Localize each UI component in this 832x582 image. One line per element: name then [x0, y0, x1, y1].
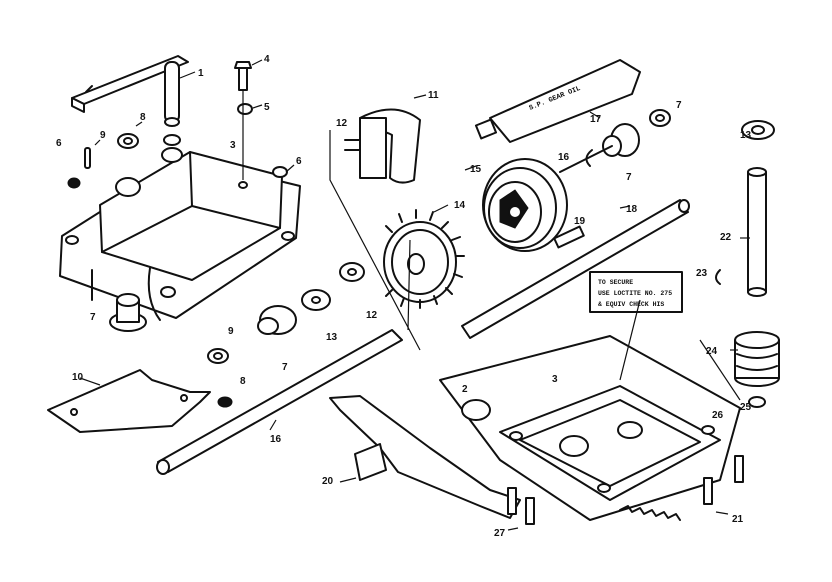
callout-22: 22: [720, 232, 732, 243]
callout-4: 4: [264, 54, 270, 65]
callout-3: 3: [230, 140, 236, 151]
callout-6b: 6: [56, 138, 62, 149]
callout-7c: 7: [626, 172, 632, 183]
callout-23: 23: [696, 268, 708, 279]
callout-24: 24: [706, 346, 718, 357]
leader-lines: [79, 59, 750, 531]
middle-bearing-stack: [207, 262, 365, 364]
callout-8b: 8: [240, 376, 246, 387]
callout-1: 1: [198, 68, 204, 79]
callout-16b: 16: [270, 434, 282, 445]
callout-5: 5: [264, 102, 270, 113]
note-box: TO SECURE USE LOCTITE NO. 275 & EQUIV CH…: [589, 271, 683, 313]
callout-17: 17: [590, 114, 602, 125]
callout-14: 14: [454, 200, 466, 211]
callout-6c: 7: [676, 100, 682, 111]
upper-right-bearing: [559, 109, 671, 173]
left-washers: [67, 133, 183, 189]
note-line-2: USE LOCTITE NO. 275: [598, 290, 672, 297]
callout-25: 25: [740, 402, 752, 413]
callout-12: 12: [336, 118, 348, 129]
callout-20: 20: [322, 476, 334, 487]
upper-shaft: [461, 199, 690, 339]
note-line-3: & EQUIV CHECK HIS: [598, 301, 664, 308]
callout-13b: 13: [326, 332, 338, 343]
callout-numbers: 1 4 5 6 8 9 6 3 11 12 17 7 13 15 16 14 1…: [56, 54, 752, 539]
callout-13: 13: [740, 130, 752, 141]
callout-19: 19: [574, 216, 586, 227]
flat-plate: [47, 369, 233, 433]
lower-pulley: [734, 331, 780, 408]
callout-27: 27: [494, 528, 506, 539]
callout-10: 10: [72, 372, 84, 383]
callout-18: 18: [626, 204, 638, 215]
callout-11: 11: [428, 90, 439, 101]
main-axle: [156, 329, 403, 475]
callout-6: 6: [296, 156, 302, 167]
callout-8: 8: [140, 112, 146, 123]
upper-housing: [59, 151, 301, 321]
callout-12b: 12: [366, 310, 378, 321]
callout-9b: 9: [228, 326, 234, 337]
callout-3b: 3: [552, 374, 558, 385]
strap-bracket: [71, 55, 189, 127]
callout-16: 16: [558, 152, 570, 163]
bolt-and-washer-stack: [234, 61, 288, 189]
callout-7: 7: [90, 312, 96, 323]
callout-15: 15: [470, 164, 482, 175]
callout-9: 9: [100, 130, 106, 141]
lower-bracket: [329, 395, 521, 519]
drive-pulley: [482, 158, 568, 252]
lower-bolts: [507, 455, 744, 525]
spur-gear: [383, 209, 465, 309]
shift-fork: [344, 108, 421, 184]
callout-26: 26: [712, 410, 724, 421]
note-line-1: TO SECURE: [598, 279, 633, 286]
lower-housing: [439, 335, 741, 521]
callout-21: 21: [732, 514, 744, 525]
vertical-shaft: [715, 120, 775, 297]
callout-7b: 7: [282, 362, 288, 373]
left-bearing: [109, 293, 147, 332]
callout-2: 2: [462, 384, 468, 395]
